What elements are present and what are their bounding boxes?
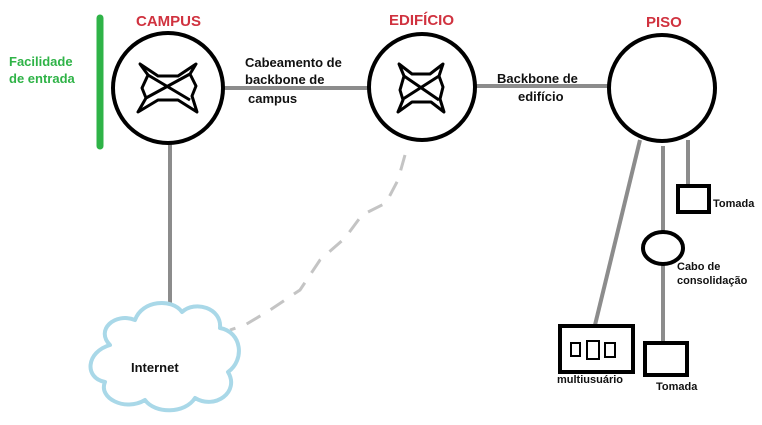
consolidation-point-circle <box>641 230 685 266</box>
campus-title: CAMPUS <box>136 13 202 30</box>
multiuser-label: multiusuário <box>557 374 624 386</box>
campus-switch-icon <box>136 62 199 114</box>
multiuser-port-3 <box>604 342 616 358</box>
campus-backbone-label-line1: Cabeamento de <box>245 55 342 70</box>
building-backbone-label-line2: edifício <box>518 89 564 104</box>
outlet-bottom-label: Tomada <box>656 381 698 393</box>
consolidation-cable-label-line2: consolidação <box>677 275 748 287</box>
campus-backbone-label-line3: campus <box>248 91 298 106</box>
entrance-facility-label-line1: Facilidade <box>9 54 73 69</box>
consolidation-cable-label-line1: Cabo de <box>677 261 721 273</box>
internet-label: Internet <box>131 360 179 375</box>
multiuser-port-2 <box>586 340 600 360</box>
outlet-top-box <box>676 184 711 214</box>
multiuser-drop-line <box>593 139 642 326</box>
multiuser-outlet-box <box>558 324 635 374</box>
floor-title: PISO <box>646 14 682 31</box>
campus-backbone-label-line2: backbone de <box>245 72 325 87</box>
entrance-facility-label-line2: de entrada <box>9 71 75 86</box>
multiuser-port-1 <box>570 342 581 357</box>
floor-node-circle <box>607 33 717 143</box>
outlet-bottom-box <box>643 341 689 377</box>
building-backbone-label-line1: Backbone de <box>497 71 578 86</box>
outlet-top-label: Tomada <box>713 198 755 210</box>
building-switch-icon <box>396 62 446 114</box>
building-title: EDIFÍCIO <box>389 12 455 29</box>
building-internet-dashed-line <box>229 154 407 332</box>
internet-cloud-icon <box>88 300 241 413</box>
